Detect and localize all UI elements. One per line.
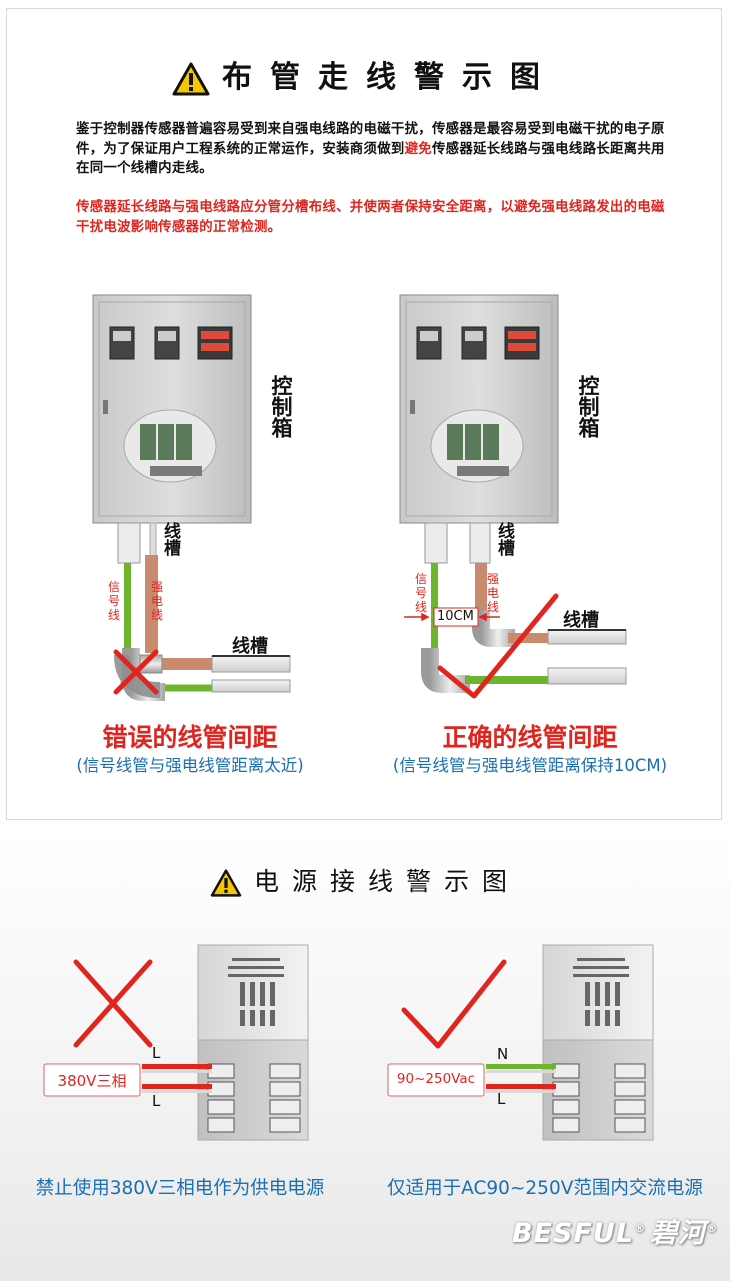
power-wrong-x-icon	[73, 959, 153, 1048]
left-input-wires	[142, 1064, 212, 1093]
wrong-x-icon	[113, 649, 159, 695]
right-terminal-block	[552, 1063, 646, 1133]
left-power-caption: 禁止使用380V三相电作为供电电源	[35, 1178, 325, 1199]
check-icon	[437, 593, 559, 699]
right-power-caption: 仅适用于AC90~250V范围内交流电源	[387, 1178, 703, 1199]
wiring-title-text: 布管走线警示图	[222, 60, 558, 95]
intro-paragraph: 鉴于控制器传感器普遍容易受到来自强电线路的电磁干扰，传感器是最容易受到电磁干扰的…	[76, 120, 666, 179]
brand-logo: BESFUL®碧河®	[512, 1211, 718, 1250]
power-title: 电源接线警示图	[0, 862, 730, 898]
intro-text-a: 鉴于控制器传感器普遍容易受到来自强电线路的电磁干扰，传感器是最容易受到电磁干扰的…	[76, 122, 665, 157]
left-trough-label-vertical: 线槽	[160, 522, 180, 556]
meter-4	[416, 326, 442, 360]
right-wire-bottom-label: L	[497, 1090, 506, 1108]
distance-label: 10CM	[437, 609, 474, 624]
right-power-label: 强电线	[486, 572, 499, 614]
right-trough-label-vertical: 线槽	[494, 522, 514, 556]
left-cabinet-label: 控制箱	[269, 375, 293, 438]
warning-icon	[172, 62, 210, 95]
left-voltage-label: 380V三相	[57, 1072, 127, 1090]
left-trough-label-horizontal: 线槽	[232, 636, 268, 657]
brand-reg: ®	[634, 1222, 647, 1235]
power-title-text: 电源接线警示图	[253, 867, 520, 896]
relay-modules-right	[447, 424, 509, 476]
right-caption: 正确的线管间距	[442, 723, 618, 752]
right-controller-device	[542, 944, 654, 1141]
right-trough-label-horizontal: 线槽	[563, 610, 599, 631]
left-power-label: 强电线	[150, 580, 163, 622]
right-control-cabinet	[399, 294, 559, 524]
brand-latin: BESFUL	[512, 1218, 635, 1249]
distance-arrows	[404, 612, 500, 622]
power-check-icon	[401, 959, 507, 1049]
meter-5	[461, 326, 487, 360]
left-wire-top-label: L	[152, 1044, 161, 1062]
right-cabinet-label: 控制箱	[576, 375, 600, 438]
warning-icon	[210, 869, 242, 897]
intro-text-b: 传感器延长线路与强电线路长距离共用在同一个线槽内走线。	[76, 141, 665, 177]
right-signal-label: 信号线	[414, 572, 427, 614]
left-horizontal-trough	[211, 655, 291, 693]
meter-6	[504, 326, 540, 360]
right-horizontal-troughs	[547, 629, 627, 685]
right-subcaption: (信号线管与强电线管距离保持10CM)	[392, 756, 668, 775]
wiring-title: 布管走线警示图	[0, 52, 730, 96]
left-terminal-block	[207, 1063, 301, 1133]
left-signal-label: 信号线	[107, 580, 120, 622]
left-control-cabinet	[92, 294, 252, 524]
meter-3	[197, 326, 233, 360]
wiring-diagrams	[92, 294, 627, 701]
brand-chinese: 碧河	[650, 1218, 707, 1249]
brand-reg-2: ®	[706, 1222, 719, 1235]
relay-modules	[140, 424, 202, 476]
left-controller-device	[197, 944, 309, 1141]
meter-2	[154, 326, 180, 360]
intro-highlight: 避免	[404, 141, 432, 157]
left-wire-bottom-label: L	[152, 1092, 161, 1110]
wrong-caption: 错误的线管间距	[102, 723, 278, 752]
warning-paragraph: 传感器延长线路与强电线路应分管分槽布线、并使两者保持安全距离，以避免强电线路发出…	[76, 200, 665, 235]
right-wire-top-label: N	[497, 1045, 509, 1063]
right-voltage-label: 90~250Vac	[396, 1071, 476, 1087]
meter-1	[109, 326, 135, 360]
wrong-subcaption: (信号线管与强电线管距离太近)	[76, 756, 304, 775]
right-input-wires	[486, 1064, 556, 1093]
